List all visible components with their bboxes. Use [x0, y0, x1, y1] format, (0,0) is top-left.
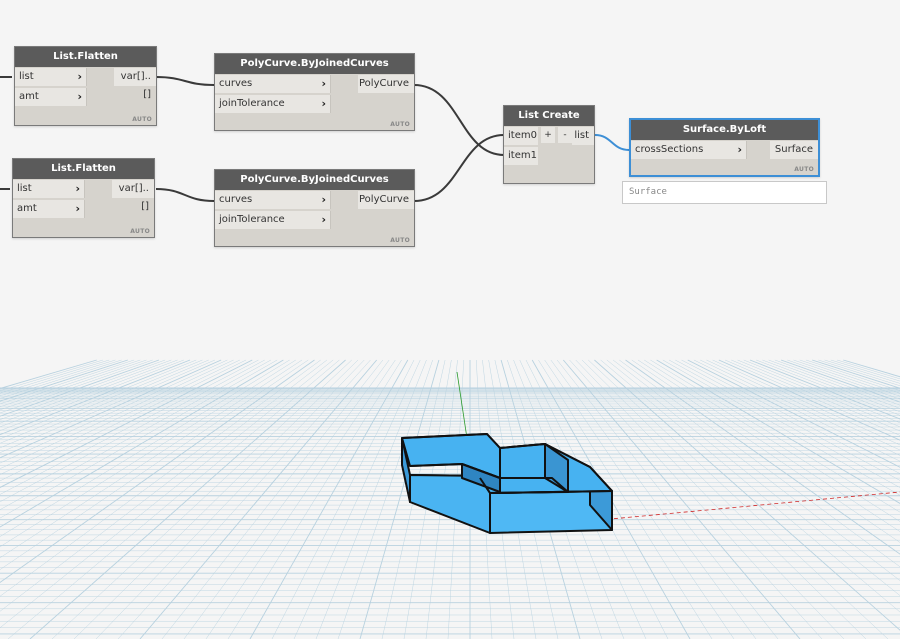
input-port-curves[interactable]: curves›: [215, 191, 331, 209]
chevron-right-icon: ›: [737, 143, 742, 156]
node-title[interactable]: PolyCurve.ByJoinedCurves: [215, 170, 414, 190]
chevron-right-icon: ›: [321, 213, 326, 226]
input-port-amt[interactable]: amt›: [15, 88, 87, 106]
input-port-amt[interactable]: amt›: [13, 200, 85, 218]
output-port[interactable]: Surface: [770, 141, 818, 159]
ground-grid: [0, 359, 900, 639]
input-port-list[interactable]: list›: [15, 68, 87, 86]
output-port[interactable]: PolyCurve: [358, 75, 414, 93]
input-port-item1[interactable]: item1: [504, 147, 538, 165]
output-port[interactable]: PolyCurve: [358, 191, 414, 209]
chevron-right-icon: ›: [75, 182, 80, 195]
chevron-right-icon: ›: [77, 90, 82, 103]
input-port-list[interactable]: list›: [13, 180, 85, 198]
lacing-label: AUTO: [390, 237, 410, 244]
input-port-jointolerance[interactable]: joinTolerance›: [215, 95, 331, 113]
input-port-curves[interactable]: curves›: [215, 75, 331, 93]
node-title[interactable]: List.Flatten: [15, 47, 156, 67]
list-flatten-node-1[interactable]: List.Flatten list› amt› var[]..[] AUTO: [14, 46, 157, 126]
output-port[interactable]: var[]..[]: [112, 180, 154, 212]
node-title[interactable]: Surface.ByLoft: [631, 120, 818, 140]
chevron-right-icon: ›: [77, 70, 82, 83]
list-create-node[interactable]: List Create item0 item1 + - list: [503, 105, 595, 184]
input-port-item0[interactable]: item0: [504, 127, 538, 145]
lofted-surface-geometry[interactable]: [401, 433, 613, 534]
polycurve-byjoinedcurves-node-2[interactable]: PolyCurve.ByJoinedCurves curves› joinTol…: [214, 169, 415, 247]
chevron-right-icon: ›: [321, 77, 326, 90]
y-axis-line: [456, 371, 469, 446]
node-title[interactable]: PolyCurve.ByJoinedCurves: [215, 54, 414, 74]
x-axis-line: [599, 491, 900, 521]
input-port-crosssections[interactable]: crossSections›: [631, 141, 747, 159]
output-port[interactable]: var[]..[]: [114, 68, 156, 100]
list-flatten-node-2[interactable]: List.Flatten list› amt› var[]..[] AUTO: [12, 158, 155, 238]
input-port-jointolerance[interactable]: joinTolerance›: [215, 211, 331, 229]
lacing-label: AUTO: [794, 166, 814, 173]
remove-input-button[interactable]: -: [558, 127, 572, 143]
lacing-label: AUTO: [132, 116, 152, 123]
output-port[interactable]: list: [572, 127, 594, 145]
chevron-right-icon: ›: [75, 202, 80, 215]
chevron-right-icon: ›: [321, 97, 326, 110]
lacing-label: AUTO: [390, 121, 410, 128]
surface-byloft-node[interactable]: Surface.ByLoft crossSections› Surface AU…: [629, 118, 820, 177]
add-input-button[interactable]: +: [541, 127, 555, 143]
node-preview-bubble[interactable]: Surface: [622, 181, 827, 204]
node-title[interactable]: List Create: [504, 106, 594, 126]
lacing-label: AUTO: [130, 228, 150, 235]
polycurve-byjoinedcurves-node-1[interactable]: PolyCurve.ByJoinedCurves curves› joinTol…: [214, 53, 415, 131]
chevron-right-icon: ›: [321, 193, 326, 206]
node-title[interactable]: List.Flatten: [13, 159, 154, 179]
